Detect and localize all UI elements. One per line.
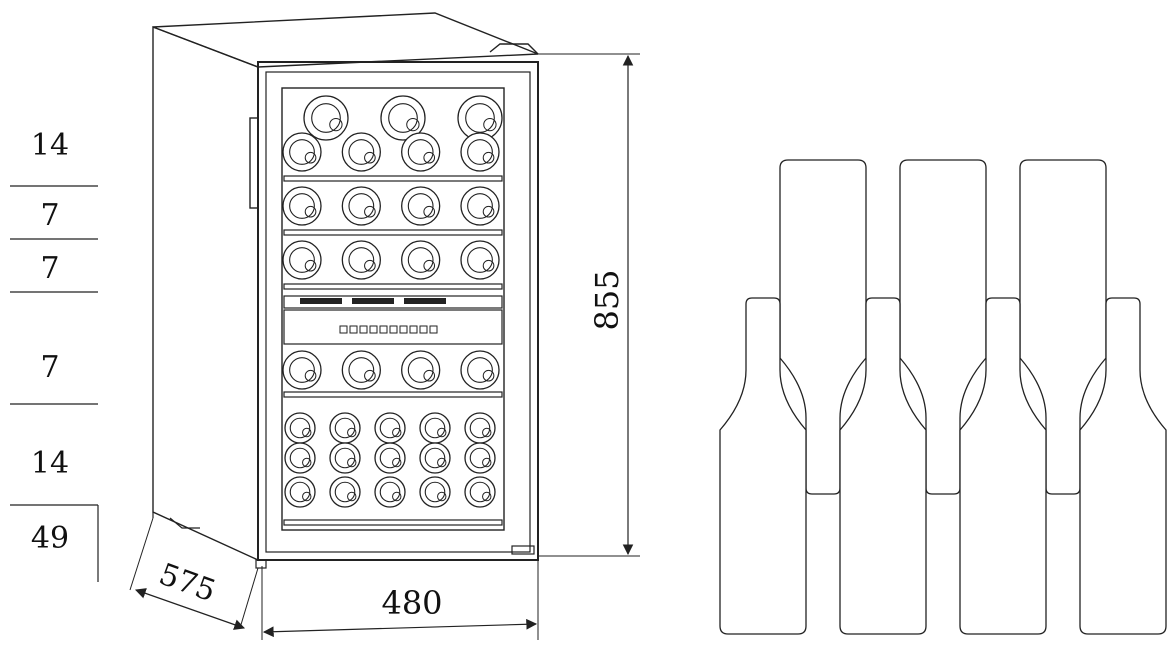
shelf-bottle — [401, 186, 441, 226]
shelf-bottle — [282, 350, 322, 390]
lower-bottle — [839, 297, 927, 635]
shelf-bottle — [284, 442, 316, 474]
front-foot — [511, 545, 535, 555]
capacity-total: 49 — [31, 521, 69, 556]
shelf-bottle — [341, 240, 381, 280]
capacity-label-shelf-1: 14 — [31, 128, 69, 163]
top-hinge — [489, 43, 539, 55]
shelf-bottle — [282, 132, 322, 172]
shelf-bottle — [284, 476, 316, 508]
shelf-bottle — [464, 442, 496, 474]
shelf-bottle — [380, 95, 426, 141]
shelf — [283, 283, 503, 290]
door-frame-outer — [257, 61, 539, 561]
control-button-icon — [419, 325, 428, 334]
width-value: 480 — [381, 584, 442, 622]
vent-slot — [300, 298, 342, 304]
lower-bottle — [1079, 297, 1167, 635]
control-button-icon — [339, 325, 348, 334]
shelf-bottle — [464, 412, 496, 444]
shelf-bottle — [460, 132, 500, 172]
depth-arrow — [134, 588, 246, 630]
shelf-bottle — [419, 476, 451, 508]
shelf — [283, 229, 503, 236]
door-handle — [249, 117, 259, 209]
control-button-icon — [369, 325, 378, 334]
depth-dimension: 575 — [129, 517, 259, 630]
wine-cooler — [152, 12, 539, 569]
shelf-bottle — [341, 186, 381, 226]
shelf-bottle — [329, 412, 361, 444]
shelf-bottle — [303, 95, 349, 141]
shelf-bottle — [401, 350, 441, 390]
shelves — [283, 175, 503, 526]
width-arrow — [262, 618, 538, 638]
control-button-icon — [399, 325, 408, 334]
shelf-bottle — [401, 132, 441, 172]
shelf-bottle — [464, 476, 496, 508]
control-panel — [283, 295, 503, 345]
shelf-bottle — [460, 350, 500, 390]
control-button-icon — [389, 325, 398, 334]
control-bar — [283, 309, 503, 345]
control-button-icon — [359, 325, 368, 334]
capacity-table: 14 7 7 7 14 49 — [10, 128, 99, 582]
vent-strip — [283, 295, 503, 309]
height-dimension: 855 — [538, 53, 640, 557]
shelf-bottle — [374, 442, 406, 474]
capacity-label-shelf-3: 7 — [40, 251, 59, 286]
control-buttons — [339, 325, 438, 334]
shelf-bottle — [419, 412, 451, 444]
stacked-bottles-illustration — [719, 159, 1167, 635]
shelf-bottle — [460, 240, 500, 280]
vent-slot — [404, 298, 446, 304]
shelf — [283, 391, 503, 398]
shelf — [283, 519, 503, 526]
shelf-bottle — [419, 442, 451, 474]
shelf-bottle — [401, 240, 441, 280]
cabinet-top — [152, 12, 539, 68]
shelf-bottles — [282, 95, 503, 508]
control-button-icon — [349, 325, 358, 334]
shelf-bottle — [329, 476, 361, 508]
control-button-icon — [379, 325, 388, 334]
shelf-bottle — [329, 442, 361, 474]
width-dimension: 480 — [261, 556, 539, 640]
shelf-bottle — [341, 132, 381, 172]
depth-value: 575 — [154, 557, 220, 609]
shelf-bottle — [374, 412, 406, 444]
lower-bottle — [959, 297, 1047, 635]
glass-window — [281, 87, 505, 531]
front-foot — [255, 559, 267, 569]
shelf-bottle — [284, 412, 316, 444]
shelf-bottle — [374, 476, 406, 508]
door-frame-inner — [265, 71, 531, 553]
shelf — [283, 175, 503, 182]
vent-slot — [352, 298, 394, 304]
rear-foot — [169, 517, 200, 529]
shelf-bottle — [341, 350, 381, 390]
shelf-bottle — [460, 186, 500, 226]
capacity-label-shelf-4: 7 — [40, 350, 59, 385]
shelf-bottle — [282, 240, 322, 280]
shelf-bottle — [282, 186, 322, 226]
control-button-icon — [409, 325, 418, 334]
cabinet-side — [152, 25, 259, 562]
shelf-bottle — [457, 95, 503, 141]
lower-bottle — [719, 297, 807, 635]
capacity-label-shelf-5: 14 — [31, 446, 69, 481]
capacity-label-shelf-2: 7 — [40, 198, 59, 233]
control-button-icon — [429, 325, 438, 334]
height-value: 855 — [588, 269, 626, 330]
